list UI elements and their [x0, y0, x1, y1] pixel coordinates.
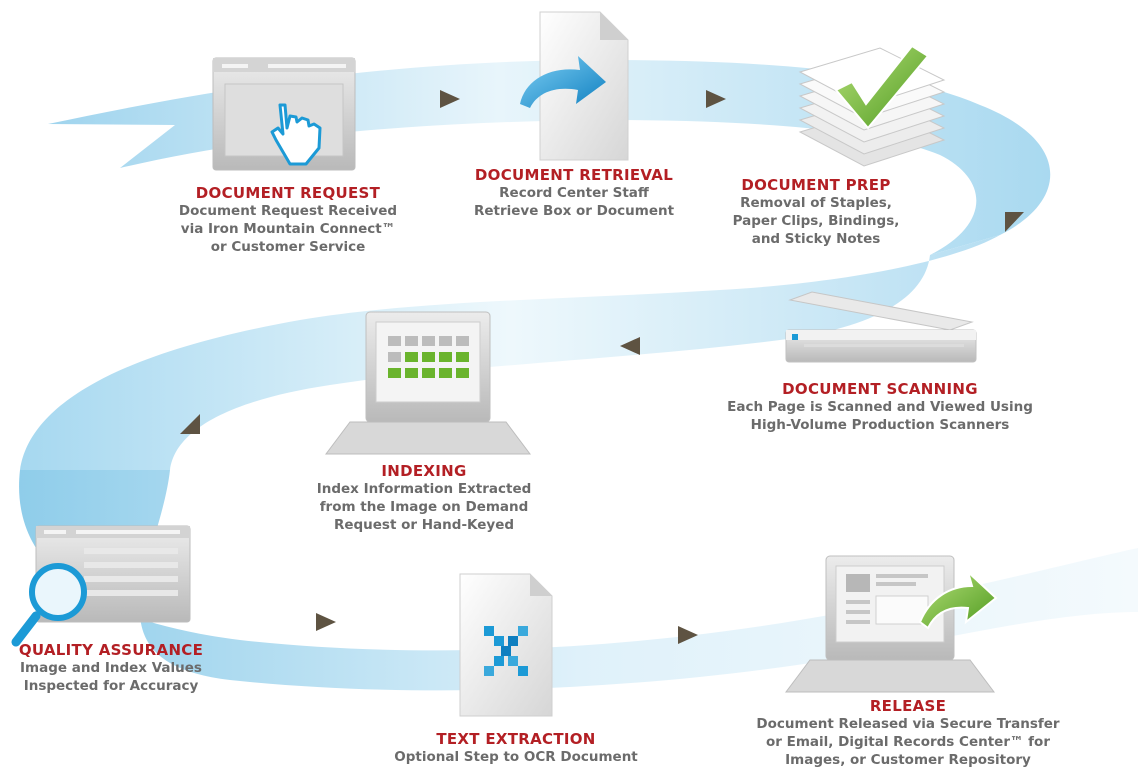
scanner-icon: [785, 291, 977, 363]
step-indexing: INDEXING Index Information Extracted fro…: [296, 462, 552, 534]
step-title: QUALITY ASSURANCE: [18, 641, 204, 659]
step-document-request: DOCUMENT REQUEST Document Request Receiv…: [150, 184, 426, 256]
step-title: TEXT EXTRACTION: [436, 730, 596, 748]
browser-hand-icon: [212, 57, 356, 171]
step-quality-assurance: QUALITY ASSURANCE Image and Index Values…: [0, 641, 222, 695]
step-title: DOCUMENT RETRIEVAL: [474, 166, 674, 184]
flow-arrow-right-icon: [440, 90, 460, 108]
step-document-retrieval: DOCUMENT RETRIEVAL Record Center Staff R…: [452, 166, 696, 220]
flow-arrows: [180, 90, 1024, 644]
step-description: Record Center Staff Retrieve Box or Docu…: [473, 185, 675, 219]
step-title: RELEASE: [869, 697, 947, 715]
step-title: DOCUMENT REQUEST: [195, 184, 381, 202]
step-title: DOCUMENT SCANNING: [782, 380, 978, 398]
monitor-grid-icon: [325, 311, 531, 455]
index-grid: [388, 336, 469, 378]
step-description: Document Request Received via Iron Mount…: [178, 203, 398, 255]
step-description: Removal of Staples, Paper Clips, Binding…: [732, 195, 900, 247]
magnifier-window-icon: [11, 525, 191, 647]
monitor-release-arrow-icon: [785, 555, 998, 693]
step-text-extraction: TEXT EXTRACTION Optional Step to OCR Doc…: [372, 730, 660, 766]
step-description: Optional Step to OCR Document: [394, 749, 638, 765]
step-description: Each Page is Scanned and Viewed Using Hi…: [727, 399, 1033, 433]
flow-arrow-down-right-icon: [1005, 212, 1024, 232]
paper-stack-check-icon: [798, 44, 946, 167]
document-arrow-icon: [520, 11, 629, 161]
flow-arrow-down-left-icon: [180, 414, 200, 434]
step-description: Document Released via Secure Transfer or…: [756, 716, 1060, 768]
step-description: Index Information Extracted from the Ima…: [316, 481, 532, 533]
flow-arrow-right-icon: [706, 90, 726, 108]
step-title: DOCUMENT PREP: [741, 176, 891, 194]
flow-arrow-right-icon: [316, 613, 336, 631]
flow-arrow-left-icon: [620, 337, 640, 355]
step-document-prep: DOCUMENT PREP Removal of Staples, Paper …: [712, 176, 920, 248]
ocr-document-icon: [459, 573, 553, 717]
step-description: Image and Index Values Inspected for Acc…: [20, 660, 202, 694]
step-release: RELEASE Document Released via Secure Tra…: [724, 697, 1092, 769]
step-title: INDEXING: [381, 462, 467, 480]
step-document-scanning: DOCUMENT SCANNING Each Page is Scanned a…: [696, 380, 1064, 434]
flow-arrow-right-icon: [678, 626, 698, 644]
